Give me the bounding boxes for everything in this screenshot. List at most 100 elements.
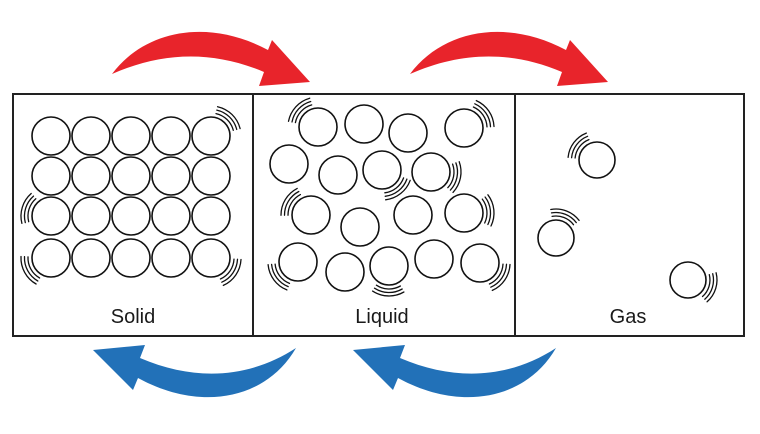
motion-lines — [488, 263, 504, 285]
particle — [191, 156, 231, 196]
particle — [151, 196, 191, 236]
particle — [298, 107, 338, 147]
particle — [71, 116, 111, 156]
particle — [291, 195, 331, 235]
motion-lines — [490, 263, 508, 288]
particle — [191, 196, 231, 236]
liquid-to-solid-arrow-icon — [93, 345, 296, 398]
solid-label: Solid — [111, 306, 155, 328]
gas-label: Gas — [610, 306, 647, 328]
particle — [191, 116, 231, 156]
particle — [278, 242, 318, 282]
motion-lines — [219, 258, 235, 280]
gas-box — [514, 93, 745, 337]
particle — [31, 156, 71, 196]
liquid-to-gas-arrow-icon — [410, 31, 608, 86]
motion-lines — [570, 135, 589, 159]
motion-lines — [701, 273, 711, 298]
motion-lines — [373, 287, 403, 294]
motion-lines — [449, 162, 459, 191]
particle — [31, 116, 71, 156]
motion-lines — [481, 198, 488, 224]
particle — [460, 243, 500, 283]
motion-lines — [375, 284, 402, 290]
particle — [71, 238, 111, 278]
particle — [31, 196, 71, 236]
particle — [537, 219, 575, 257]
motion-lines — [280, 187, 298, 216]
particle — [344, 104, 384, 144]
motion-lines — [384, 177, 405, 194]
solid-to-liquid-arrow-icon — [112, 31, 310, 86]
solid-panel: Solid — [12, 93, 254, 337]
heating-arrows — [112, 31, 608, 86]
motion-lines — [550, 211, 577, 224]
particle — [362, 150, 402, 190]
motion-lines — [704, 273, 715, 300]
particle — [414, 239, 454, 279]
motion-lines — [222, 258, 242, 287]
motion-lines — [472, 106, 488, 128]
particle — [111, 238, 151, 278]
motion-lines — [287, 97, 311, 122]
motion-lines — [27, 198, 37, 223]
motion-lines — [452, 161, 462, 194]
motion-lines — [270, 263, 289, 288]
particle — [318, 155, 358, 195]
particle — [340, 207, 380, 247]
motion-lines — [291, 100, 312, 123]
motion-lines — [474, 103, 492, 128]
gas-particles — [537, 132, 718, 303]
motion-lines — [487, 194, 495, 227]
particle — [388, 113, 428, 153]
motion-lines — [27, 256, 41, 279]
particle — [578, 141, 616, 179]
liquid-particles — [267, 97, 511, 297]
motion-lines — [567, 132, 587, 158]
motion-lines — [484, 196, 492, 226]
liquid-label: Liquid — [355, 306, 408, 328]
particle — [151, 238, 191, 278]
motion-lines — [550, 208, 580, 222]
particle — [71, 156, 111, 196]
motion-lines — [287, 193, 302, 216]
particle — [325, 252, 365, 292]
cooling-arrows — [93, 345, 556, 398]
gas-panel: Gas — [514, 93, 745, 337]
motion-lines — [706, 272, 718, 303]
particle — [444, 193, 484, 233]
gas-to-liquid-arrow-icon — [353, 345, 556, 398]
motion-lines — [551, 215, 575, 226]
motion-lines — [215, 112, 234, 131]
motion-lines — [294, 104, 313, 124]
particle — [269, 144, 309, 184]
liquid-panel: Liquid — [252, 93, 516, 337]
particle — [411, 152, 451, 192]
solid-particles — [20, 106, 242, 287]
motion-lines — [20, 255, 37, 285]
motion-lines — [20, 192, 32, 225]
motion-lines — [447, 163, 455, 189]
particle — [669, 261, 707, 299]
motion-lines — [23, 195, 35, 224]
motion-lines — [283, 190, 300, 216]
particle — [369, 246, 409, 286]
motion-lines — [221, 258, 239, 283]
motion-lines — [216, 106, 241, 130]
particle — [111, 116, 151, 156]
particle — [111, 196, 151, 236]
motion-lines — [574, 138, 590, 159]
motion-lines — [475, 99, 495, 128]
motion-lines — [216, 109, 238, 131]
particle — [151, 156, 191, 196]
motion-lines — [491, 263, 511, 292]
motion-lines — [267, 264, 288, 291]
particle — [191, 238, 231, 278]
particle — [71, 196, 111, 236]
motion-lines — [384, 179, 411, 201]
particle — [111, 156, 151, 196]
motion-lines — [384, 178, 408, 197]
particle — [393, 195, 433, 235]
motion-lines — [371, 290, 405, 297]
